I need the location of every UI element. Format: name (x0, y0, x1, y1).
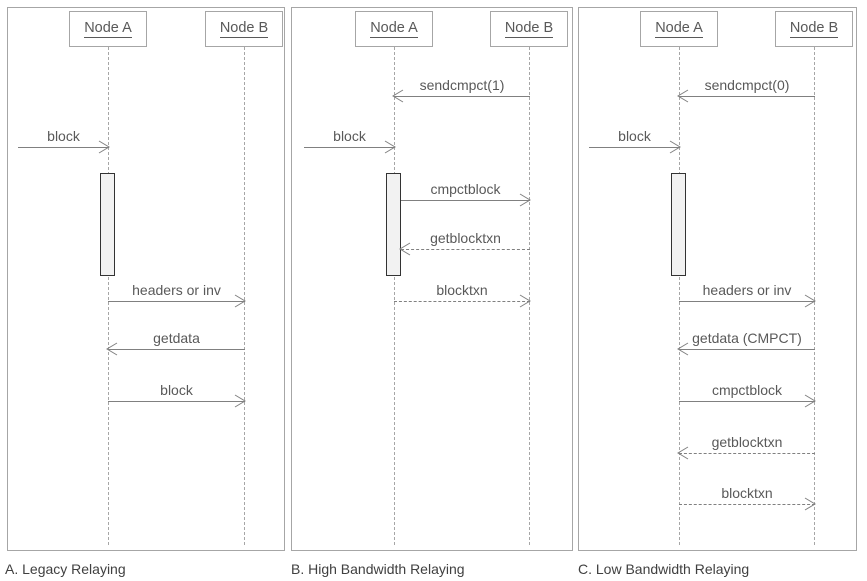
lifeline-node-b (814, 47, 815, 545)
panel-high-bandwidth-relaying: Node A Node B sendcmpct(1) block cmpctbl… (291, 7, 573, 551)
lifeline-node-b (244, 47, 245, 545)
message-line (401, 249, 530, 250)
arrowhead-left-icon (677, 342, 689, 356)
arrowhead-right-icon (519, 193, 531, 207)
message-label: headers or inv (702, 282, 792, 298)
message-label: headers or inv (132, 282, 221, 298)
arrowhead-right-icon (669, 140, 681, 154)
arrowhead-right-icon (384, 140, 396, 154)
message-line (108, 349, 245, 350)
arrowhead-left-icon (106, 342, 118, 356)
arrowhead-left-icon (677, 89, 689, 103)
message-line (679, 401, 815, 402)
sequence-stage-b: Node A Node B sendcmpct(1) block cmpctbl… (292, 8, 572, 550)
message-line (589, 147, 680, 148)
arrowhead-right-icon (234, 294, 246, 308)
message-line (679, 96, 815, 97)
lifeline-node-a (108, 47, 109, 545)
caption-panel-b: B. High Bandwidth Relaying (291, 561, 465, 577)
message-label: block (618, 128, 651, 144)
actor-label: Node A (655, 20, 703, 39)
actor-label: Node A (370, 20, 418, 39)
arrowhead-right-icon (98, 140, 110, 154)
message-line (108, 401, 245, 402)
caption-panel-c: C. Low Bandwidth Relaying (578, 561, 750, 577)
actor-label: Node B (504, 20, 554, 39)
message-line (679, 453, 815, 454)
panel-legacy-relaying: Node A Node B block headers or inv getda… (7, 7, 285, 551)
actor-box-node-a[interactable]: Node A (640, 11, 718, 47)
arrowhead-right-icon (234, 394, 246, 408)
activation-bar-node-a (386, 173, 401, 276)
arrowhead-right-icon (804, 497, 816, 511)
message-line (394, 301, 530, 302)
message-line (304, 147, 395, 148)
activation-bar-node-a (671, 173, 686, 276)
message-label: cmpctblock (711, 382, 783, 398)
message-line (108, 301, 245, 302)
arrowhead-right-icon (804, 394, 816, 408)
lifeline-node-b (529, 47, 530, 545)
sequence-stage-a: Node A Node B block headers or inv getda… (8, 8, 284, 550)
sequence-stage-c: Node A Node B sendcmpct(0) block headers (579, 8, 856, 550)
caption-panel-a: A. Legacy Relaying (5, 561, 126, 577)
message-label: getdata (CMPCT) (692, 330, 802, 346)
lifeline-node-a (679, 47, 680, 545)
message-line (679, 349, 815, 350)
message-line (679, 504, 815, 505)
actor-box-node-a[interactable]: Node A (69, 11, 147, 47)
actor-box-node-b[interactable]: Node B (490, 11, 568, 47)
message-label: blocktxn (721, 485, 773, 501)
message-label: getblocktxn (711, 434, 783, 450)
message-label: blocktxn (436, 282, 488, 298)
message-label: cmpctblock (430, 181, 501, 197)
message-line (679, 301, 815, 302)
actor-label: Node B (219, 20, 269, 39)
message-label: block (333, 128, 366, 144)
message-label: getblocktxn (430, 230, 501, 246)
activation-bar-node-a (100, 173, 115, 276)
arrowhead-left-icon (399, 242, 411, 256)
arrowhead-left-icon (677, 446, 689, 460)
arrowhead-right-icon (804, 294, 816, 308)
lifeline-node-a (394, 47, 395, 545)
actor-label: Node B (789, 20, 839, 39)
message-line (401, 200, 530, 201)
arrowhead-right-icon (519, 294, 531, 308)
message-label: block (47, 128, 80, 144)
message-label: getdata (153, 330, 200, 346)
message-label: block (160, 382, 193, 398)
message-label: sendcmpct(0) (704, 77, 790, 93)
arrowhead-left-icon (392, 89, 404, 103)
actor-box-node-b[interactable]: Node B (205, 11, 283, 47)
actor-box-node-a[interactable]: Node A (355, 11, 433, 47)
panel-low-bandwidth-relaying: Node A Node B sendcmpct(0) block headers (578, 7, 857, 551)
message-label: sendcmpct(1) (419, 77, 505, 93)
actor-box-node-b[interactable]: Node B (775, 11, 853, 47)
message-line (394, 96, 530, 97)
actor-label: Node A (84, 20, 132, 39)
message-line (18, 147, 109, 148)
